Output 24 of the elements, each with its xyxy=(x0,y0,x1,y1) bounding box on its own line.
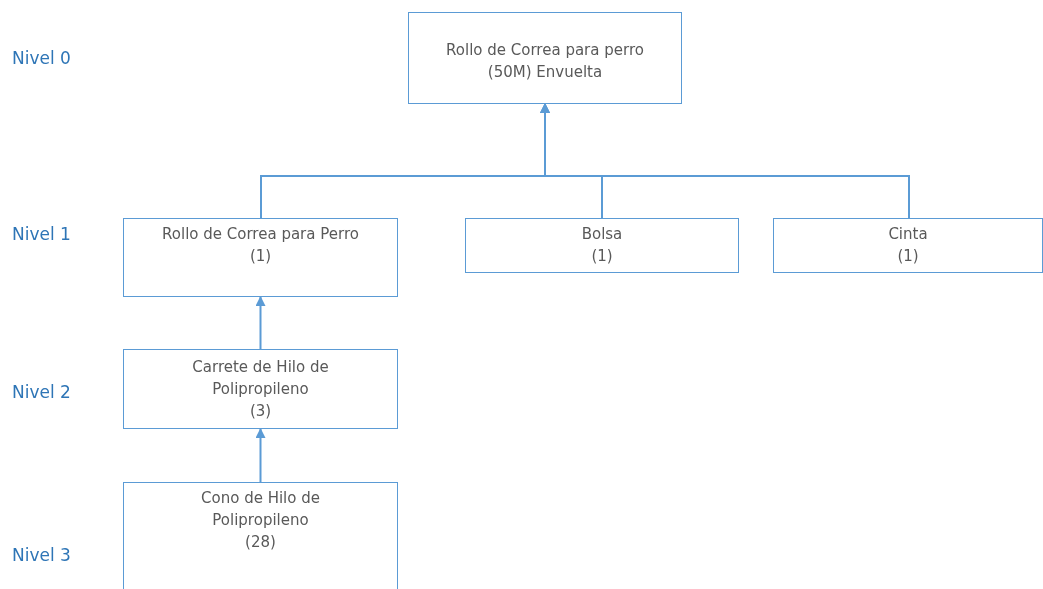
level-label: Nivel 2 xyxy=(12,382,71,402)
component-box xyxy=(408,12,682,104)
component-box xyxy=(123,349,398,429)
component-name: Rollo de Correa para perro (50M) Envuelta xyxy=(445,40,645,83)
component-name: Cinta xyxy=(888,224,928,245)
level-label: Nivel 1 xyxy=(12,224,71,244)
arrow xyxy=(540,103,910,219)
quantity-text: (3) xyxy=(249,401,272,422)
arrow xyxy=(255,296,266,350)
level-label: Nivel 3 xyxy=(12,545,71,565)
component-box xyxy=(123,218,398,297)
component-name: Rollo de Correa para Perro xyxy=(162,224,359,245)
quantity-text: (1) xyxy=(897,246,919,267)
component-box xyxy=(773,218,1043,273)
component-name: Cono de Hilo de Polipropileno xyxy=(200,488,321,531)
component-name: Carrete de Hilo de Polipropileno xyxy=(191,357,330,400)
level-label: Nivel 0 xyxy=(12,48,71,68)
component-name: Bolsa xyxy=(581,224,623,245)
quantity-text: (1) xyxy=(249,246,272,267)
component-box xyxy=(465,218,739,273)
quantity-text: (28) xyxy=(245,532,276,553)
component-box xyxy=(123,482,398,589)
arrow xyxy=(255,428,266,483)
quantity-text: (1) xyxy=(591,246,613,267)
